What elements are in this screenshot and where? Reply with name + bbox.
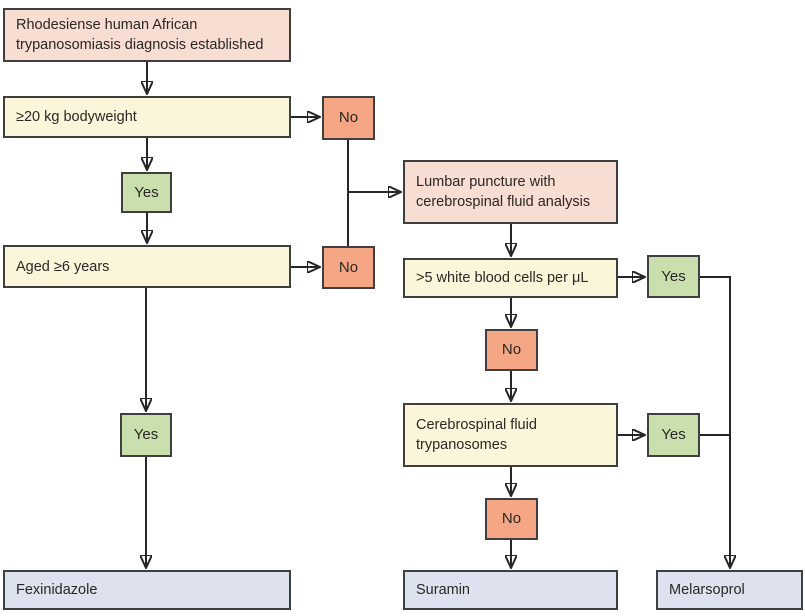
node-wbc-question: >5 white blood cells per μL: [403, 258, 618, 298]
node-aged-no: No: [322, 246, 375, 289]
node-wbc-no: No: [485, 329, 538, 371]
node-bodyweight-no: No: [322, 96, 375, 140]
node-csf-trypanosomes-question: Cerebrospinal fluid trypanosomes: [403, 403, 618, 467]
edge-yes-to-melarsoprol: [700, 276, 730, 567]
node-bodyweight-question: ≥20 kg bodyweight: [3, 96, 291, 138]
node-diagnosis-established: Rhodesiense human African trypanosomiasi…: [3, 8, 291, 62]
node-aged-question: Aged ≥6 years: [3, 245, 291, 288]
node-treatment-melarsoprol: Melarsoprol: [656, 570, 803, 610]
node-treatment-suramin: Suramin: [403, 570, 618, 610]
node-aged-yes: Yes: [120, 413, 172, 457]
node-bodyweight-yes: Yes: [121, 172, 172, 213]
node-treatment-fexinidazole: Fexinidazole: [3, 570, 291, 610]
node-csf-no: No: [485, 498, 538, 540]
node-csf-yes: Yes: [647, 413, 700, 457]
node-lumbar-puncture: Lumbar puncture with cerebrospinal fluid…: [403, 160, 618, 224]
node-wbc-yes: Yes: [647, 255, 700, 298]
